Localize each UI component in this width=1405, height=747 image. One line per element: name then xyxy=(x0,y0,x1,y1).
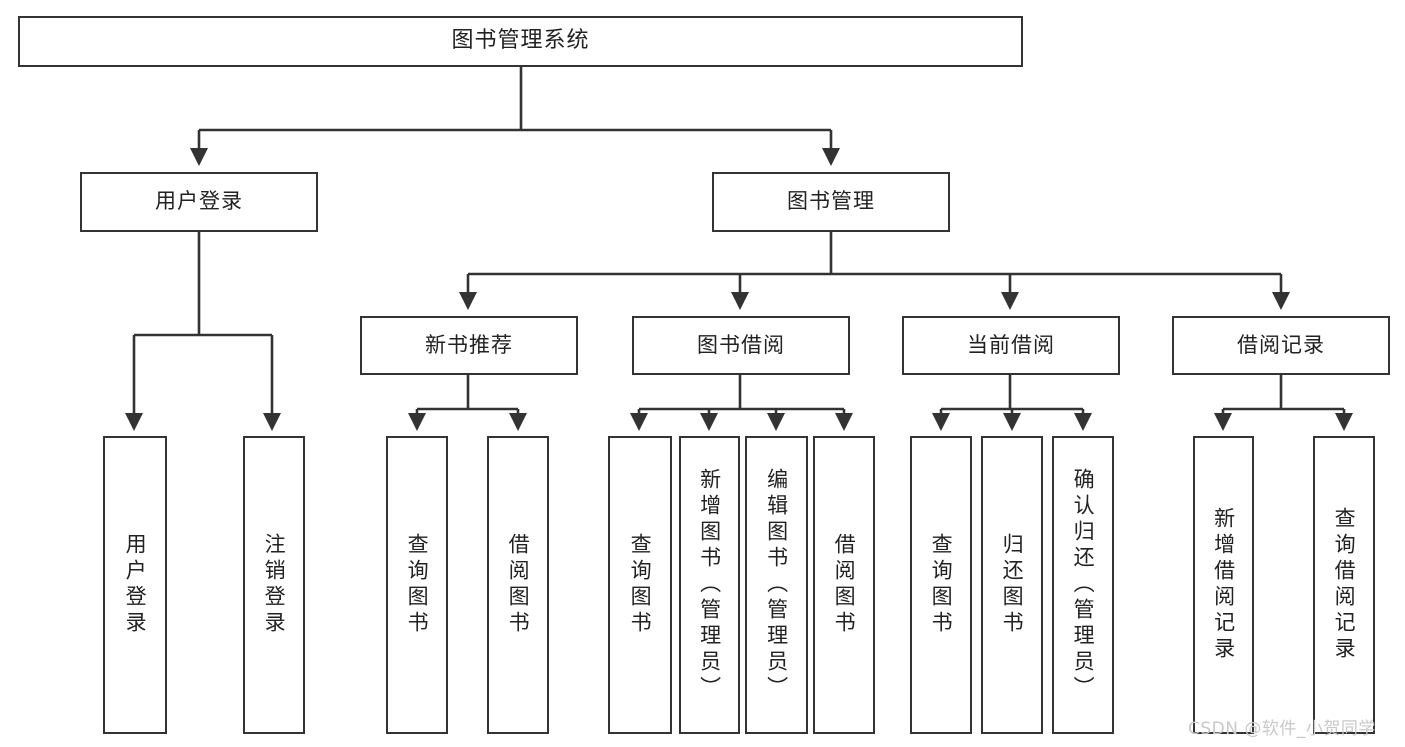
watermark-text: CSDN @软件_小贺同学 xyxy=(1188,719,1376,739)
node-leaf-add-borrow-record[interactable]: 新增借阅记录 xyxy=(1193,436,1254,734)
node-leaf-confirm-return-admin[interactable]: 确认归还（管理员） xyxy=(1052,436,1114,734)
node-label: 注销登录 xyxy=(262,533,287,637)
node-user-login[interactable]: 用户登录 xyxy=(80,172,318,232)
node-leaf-add-book-admin[interactable]: 新增图书（管理员） xyxy=(679,436,740,734)
node-label: 用户登录 xyxy=(155,189,243,214)
node-label: 查询借阅记录 xyxy=(1332,507,1357,663)
node-label: 新增借阅记录 xyxy=(1211,507,1236,663)
node-new-book-recommend[interactable]: 新书推荐 xyxy=(360,316,578,375)
node-label: 新书推荐 xyxy=(425,332,513,357)
node-leaf-query-book[interactable]: 查询图书 xyxy=(608,436,672,734)
node-borrow-record[interactable]: 借阅记录 xyxy=(1172,316,1390,375)
node-label: 查询图书 xyxy=(628,533,653,637)
node-leaf-logout[interactable]: 注销登录 xyxy=(243,436,305,734)
node-label: 图书管理 xyxy=(787,189,875,214)
node-leaf-query-book-recommend[interactable]: 查询图书 xyxy=(386,436,448,734)
node-label: 新增图书（管理员） xyxy=(697,468,722,702)
node-label: 借阅图书 xyxy=(832,533,857,637)
node-label: 查询图书 xyxy=(929,533,954,637)
node-leaf-borrow-book-recommend[interactable]: 借阅图书 xyxy=(487,436,549,734)
node-leaf-borrow-book[interactable]: 借阅图书 xyxy=(813,436,875,734)
node-book-manage[interactable]: 图书管理 xyxy=(712,172,950,232)
node-label: 确认归还（管理员） xyxy=(1071,468,1096,702)
node-label: 图书借阅 xyxy=(697,332,785,357)
node-label: 归还图书 xyxy=(1000,533,1025,637)
node-leaf-query-book-current[interactable]: 查询图书 xyxy=(910,436,972,734)
node-label: 当前借阅 xyxy=(967,332,1055,357)
node-root-system[interactable]: 图书管理系统 xyxy=(18,16,1023,67)
node-book-borrow[interactable]: 图书借阅 xyxy=(632,316,850,375)
node-current-borrow[interactable]: 当前借阅 xyxy=(902,316,1120,375)
node-label: 图书管理系统 xyxy=(451,28,590,54)
node-label: 查询图书 xyxy=(405,533,430,637)
node-leaf-user-login[interactable]: 用户登录 xyxy=(103,436,167,734)
node-leaf-query-borrow-record[interactable]: 查询借阅记录 xyxy=(1313,436,1375,734)
node-label: 借阅图书 xyxy=(506,533,531,637)
node-label: 编辑图书（管理员） xyxy=(764,468,789,702)
node-leaf-edit-book-admin[interactable]: 编辑图书（管理员） xyxy=(745,436,808,734)
node-label: 借阅记录 xyxy=(1237,332,1325,357)
node-leaf-return-book[interactable]: 归还图书 xyxy=(981,436,1043,734)
node-label: 用户登录 xyxy=(123,533,148,637)
